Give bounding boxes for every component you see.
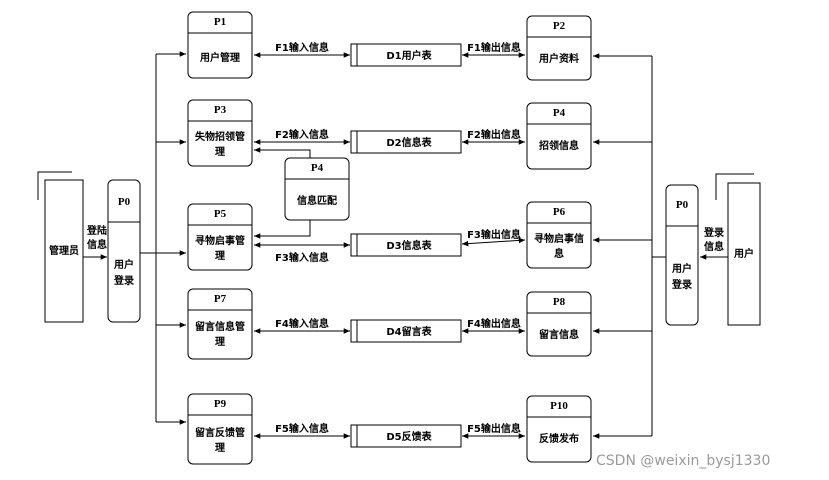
process-p9-name-1: 留言反馈管 — [195, 426, 245, 439]
match-flows — [254, 147, 311, 239]
process-info-match-id: P4 — [311, 162, 324, 174]
output-flow-f1: F1输出信息 — [462, 41, 525, 58]
process-p6-id: P6 — [553, 206, 566, 218]
admin-login-flow: 登陆 信息 — [83, 224, 107, 260]
input-flow-f3-label: F3输入信息 — [275, 251, 329, 264]
admin-login-process-name-2: 登录 — [113, 274, 134, 287]
process-p4-name: 招领信息 — [539, 139, 579, 152]
right-connector-bus — [593, 53, 666, 439]
process-p10-name: 反馈发布 — [539, 432, 579, 445]
process-p10: P10 反馈发布 — [526, 395, 592, 463]
output-flow-f4-label: F4输出信息 — [467, 317, 521, 330]
output-flow-f3: F3输出信息 — [461, 228, 526, 247]
process-p6: P6 寻物启事信 息 — [526, 201, 592, 269]
admin-entity: 管理员 — [37, 171, 84, 323]
process-info-match: P4 信息匹配 — [284, 157, 350, 221]
data-store-d5-label: D5反馈表 — [386, 430, 432, 443]
process-p6-name-2: 息 — [554, 247, 564, 260]
process-info-match-name: 信息匹配 — [297, 194, 337, 207]
process-p3: P3 失物招领管 理 — [187, 99, 253, 167]
data-store-d5: D5反馈表 — [350, 424, 462, 448]
process-p5: P5 寻物启事管 理 — [187, 203, 253, 271]
output-flow-f5-label: F5输出信息 — [467, 422, 521, 435]
process-p3-id: P3 — [214, 104, 227, 116]
input-flow-f4-label: F4输入信息 — [275, 317, 329, 330]
process-p1-id: P1 — [214, 16, 226, 28]
output-flow-f4: F4输出信息 — [462, 317, 525, 334]
user-login-process: P0 用户 登录 — [665, 184, 699, 326]
output-flow-f1-label: F1输出信息 — [467, 41, 521, 54]
input-flow-f4: F4输入信息 — [254, 317, 350, 334]
input-flow-f2: F2输入信息 — [254, 128, 350, 145]
input-flow-f3: F3输入信息 — [254, 242, 350, 264]
user-login-process-name-2: 登录 — [671, 278, 692, 291]
user-entity-label: 用户 — [733, 247, 754, 260]
output-flow-f3-label: F3输出信息 — [467, 228, 521, 241]
user-login-flow: 登录 信息 — [700, 226, 728, 260]
process-p4: P4 招领信息 — [526, 102, 592, 170]
process-p5-name-2: 理 — [215, 250, 225, 262]
process-p7-name-1: 留言信息管 — [195, 320, 245, 333]
input-flow-f5-label: F5输入信息 — [275, 422, 329, 435]
data-store-d4-label: D4留言表 — [386, 325, 432, 338]
watermark-text: CSDN @weixin_bysj1330 — [596, 453, 770, 469]
process-p2-name: 用户资料 — [538, 52, 579, 65]
process-p8-name: 留言信息 — [539, 328, 579, 341]
process-p7: P7 留言信息管 理 — [187, 288, 253, 360]
data-store-d3-label: D3信息表 — [386, 239, 432, 252]
process-p7-name-2: 理 — [215, 336, 225, 348]
process-p3-name-2: 理 — [215, 146, 225, 158]
user-entity: 用户 — [715, 173, 761, 326]
data-store-d1-label: D1用户表 — [386, 49, 432, 62]
input-flow-f5: F5输入信息 — [254, 422, 350, 439]
process-p7-id: P7 — [214, 293, 227, 305]
input-flow-f2-label: F2输入信息 — [275, 128, 329, 141]
user-login-flow-label-2: 信息 — [704, 240, 724, 253]
data-store-d2: D2信息表 — [350, 130, 462, 154]
process-p5-id: P5 — [214, 208, 227, 220]
left-connector-bus — [140, 51, 186, 425]
input-flow-f1: F1输入信息 — [254, 41, 350, 58]
data-store-d4: D4留言表 — [350, 319, 462, 343]
input-flow-f1-label: F1输入信息 — [275, 41, 329, 54]
process-p9-name-2: 理 — [215, 442, 225, 454]
process-p3-name-1: 失物招领管 — [195, 130, 245, 143]
admin-login-flow-label-2: 信息 — [87, 238, 107, 251]
user-login-flow-label-1: 登录 — [703, 226, 724, 239]
admin-login-flow-label-1: 登陆 — [86, 224, 107, 237]
process-p8: P8 留言信息 — [526, 291, 592, 357]
process-p9-id: P9 — [214, 398, 227, 410]
process-p2-id: P2 — [553, 20, 566, 32]
admin-login-process-id: P0 — [118, 196, 131, 208]
output-flow-f5: F5输出信息 — [462, 422, 525, 439]
data-store-d3: D3信息表 — [350, 233, 462, 257]
user-login-process-name-1: 用户 — [671, 262, 692, 275]
process-p4-id: P4 — [553, 107, 566, 119]
user-login-process-id: P0 — [676, 199, 689, 211]
process-p1: P1 用户管理 — [187, 11, 253, 79]
process-p8-id: P8 — [553, 296, 566, 308]
data-store-d1: D1用户表 — [350, 43, 462, 67]
output-flow-f2-label: F2输出信息 — [467, 128, 521, 141]
output-flow-f2: F2输出信息 — [462, 128, 525, 145]
process-p6-name-1: 寻物启事信 — [534, 232, 584, 245]
process-p2: P2 用户资料 — [526, 15, 592, 81]
process-p5-name-1: 寻物启事管 — [195, 234, 245, 247]
admin-login-process-name-1: 用户 — [113, 258, 134, 271]
process-p10-id: P10 — [550, 400, 568, 412]
process-p9: P9 留言反馈管 理 — [187, 393, 253, 465]
admin-entity-label: 管理员 — [49, 244, 79, 257]
admin-login-process: P0 用户 登录 — [107, 179, 141, 323]
process-p1-name: 用户管理 — [199, 51, 240, 64]
data-store-d2-label: D2信息表 — [386, 136, 432, 149]
